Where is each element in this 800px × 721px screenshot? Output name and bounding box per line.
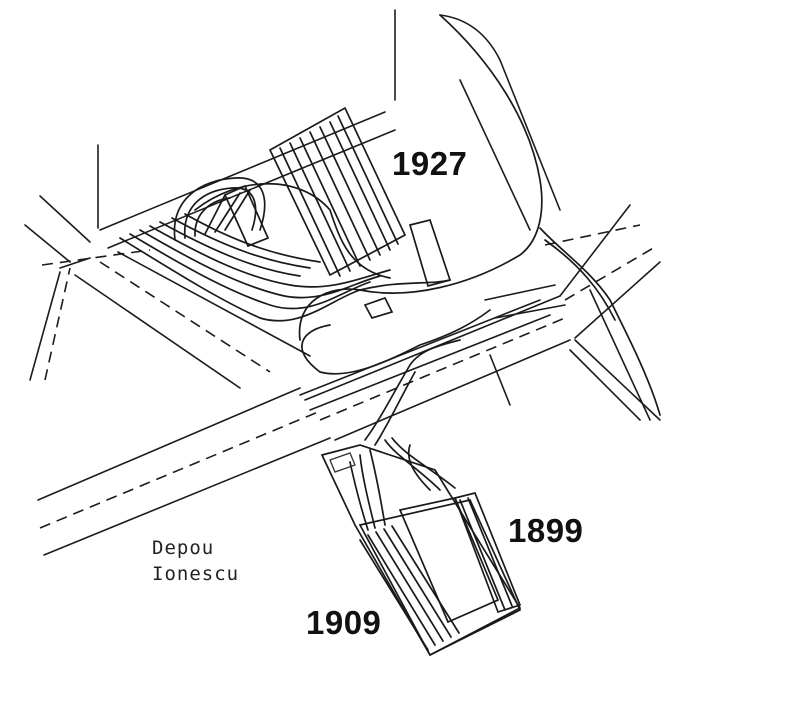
depot-1927-fan-tracks xyxy=(119,14,543,373)
year-label-1909: 1909 xyxy=(306,604,382,641)
depot-name-line1: Depou xyxy=(152,537,215,559)
year-label-1927: 1927 xyxy=(392,145,468,182)
upper-street xyxy=(24,111,396,389)
depot-name-label: Depou Ionescu xyxy=(152,535,239,587)
depot-name-line2: Ionescu xyxy=(152,563,240,585)
year-label-1899: 1899 xyxy=(508,512,584,549)
right-street xyxy=(394,9,661,421)
connecting-tracks xyxy=(299,227,661,446)
depot-1899-1909-sheds xyxy=(320,437,522,657)
